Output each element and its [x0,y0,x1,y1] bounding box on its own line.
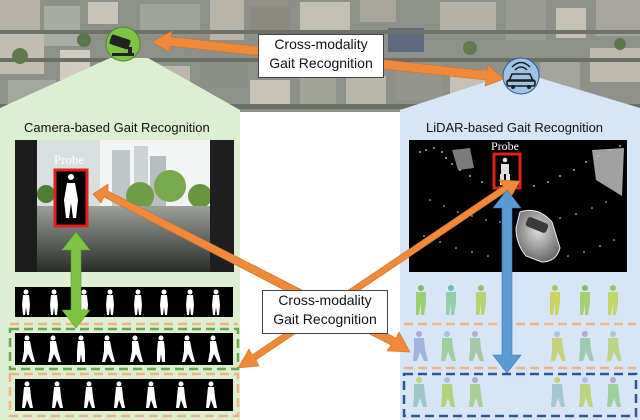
lidar-blue-dashed-frame [402,372,638,418]
lidar-car-icon [502,57,540,95]
lidar-gallery-row-1 [416,285,618,315]
lidar-probe-label: Probe [491,139,519,153]
cctv-camera-icon [105,26,141,62]
camera-gallery-row-3 [15,379,233,411]
lidar-gallery-row-3 [413,377,621,407]
center-label-line-1: Cross-modality [278,292,372,308]
center-label-line-2: Gait Recognition [273,311,377,327]
camera-panel-title: Camera-based Gait Recognition [24,120,210,135]
lidar-gallery-row-2 [413,331,622,361]
camera-gallery-row-2 [15,333,233,365]
center-cross-modality-label: Cross-modality Gait Recognition [262,290,388,334]
top-label-line-2: Gait Recognition [269,55,373,71]
lidar-panel-title: LiDAR-based Gait Recognition [426,120,604,135]
camera-gallery-row-1 [15,287,233,317]
lidar-vertical-match-arrow [492,189,522,374]
top-cross-modality-label: Cross-modality Gait Recognition [258,34,384,78]
camera-photo [15,140,234,272]
camera-orange-dashed-frame [8,372,240,418]
camera-probe-label: Probe [54,152,85,167]
top-label-line-1: Cross-modality [274,36,368,52]
camera-vertical-match-arrow [61,231,91,329]
camera-probe-box [53,168,89,228]
camera-green-dashed-frame [8,327,240,371]
